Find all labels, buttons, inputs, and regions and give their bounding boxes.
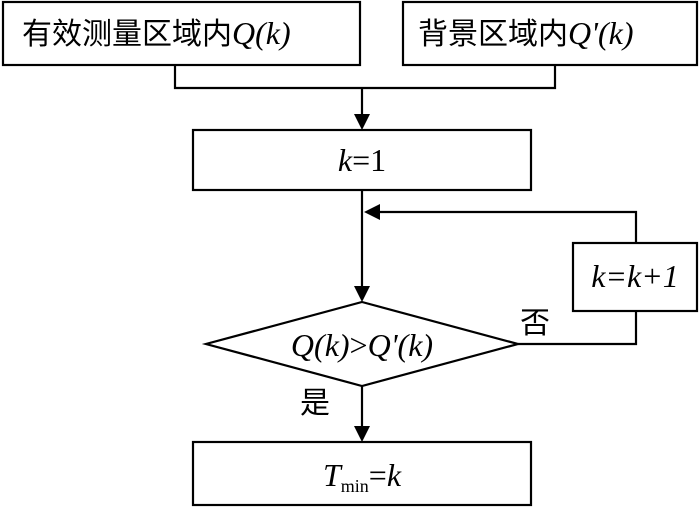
increment-box: k=k+1: [571, 241, 699, 313]
yes-label: 是: [300, 386, 330, 421]
merge-connector: [173, 65, 557, 90]
result-rest: =: [369, 457, 387, 493]
result-var: T: [323, 457, 343, 493]
decision-diamond: Q(k)>Q'(k): [201, 300, 523, 388]
init-box: k=1: [191, 128, 533, 192]
loop-back-connector: [380, 210, 638, 243]
init-var: k: [338, 142, 353, 178]
arrowhead-init: [354, 114, 370, 130]
decision-right: Q'(k): [368, 327, 433, 363]
increment-label: k=k+1: [591, 258, 679, 294]
valid-region-var: Q(k): [232, 15, 291, 51]
valid-region-label: 有效测量区域内: [22, 17, 232, 52]
no-branch-connector: [518, 311, 638, 346]
result-var2: k: [387, 457, 402, 493]
decision-op: >: [350, 327, 368, 363]
decision-left: Q(k): [291, 327, 350, 363]
background-region-box: 背景区域内Q'(k): [401, 0, 699, 67]
init-rest: =1: [352, 142, 386, 178]
svg-text:Tmin=k: Tmin=k: [323, 457, 402, 496]
result-box: Tmin=k: [191, 440, 533, 507]
arrowhead-result: [354, 426, 370, 442]
arrowhead-loop: [364, 204, 380, 220]
svg-text:Q(k)>Q'(k): Q(k)>Q'(k): [291, 327, 433, 363]
arrowhead-decision: [354, 286, 370, 302]
no-label: 否: [520, 306, 550, 341]
valid-region-box: 有效测量区域内Q(k): [1, 0, 362, 67]
background-region-label: 背景区域内: [418, 17, 568, 52]
svg-text:有效测量区域内Q(k): 有效测量区域内Q(k): [22, 15, 291, 52]
result-sub: min: [341, 476, 369, 496]
svg-text:背景区域内Q'(k): 背景区域内Q'(k): [418, 15, 633, 52]
svg-text:k=1: k=1: [338, 142, 386, 178]
background-region-var: Q'(k): [568, 15, 633, 51]
